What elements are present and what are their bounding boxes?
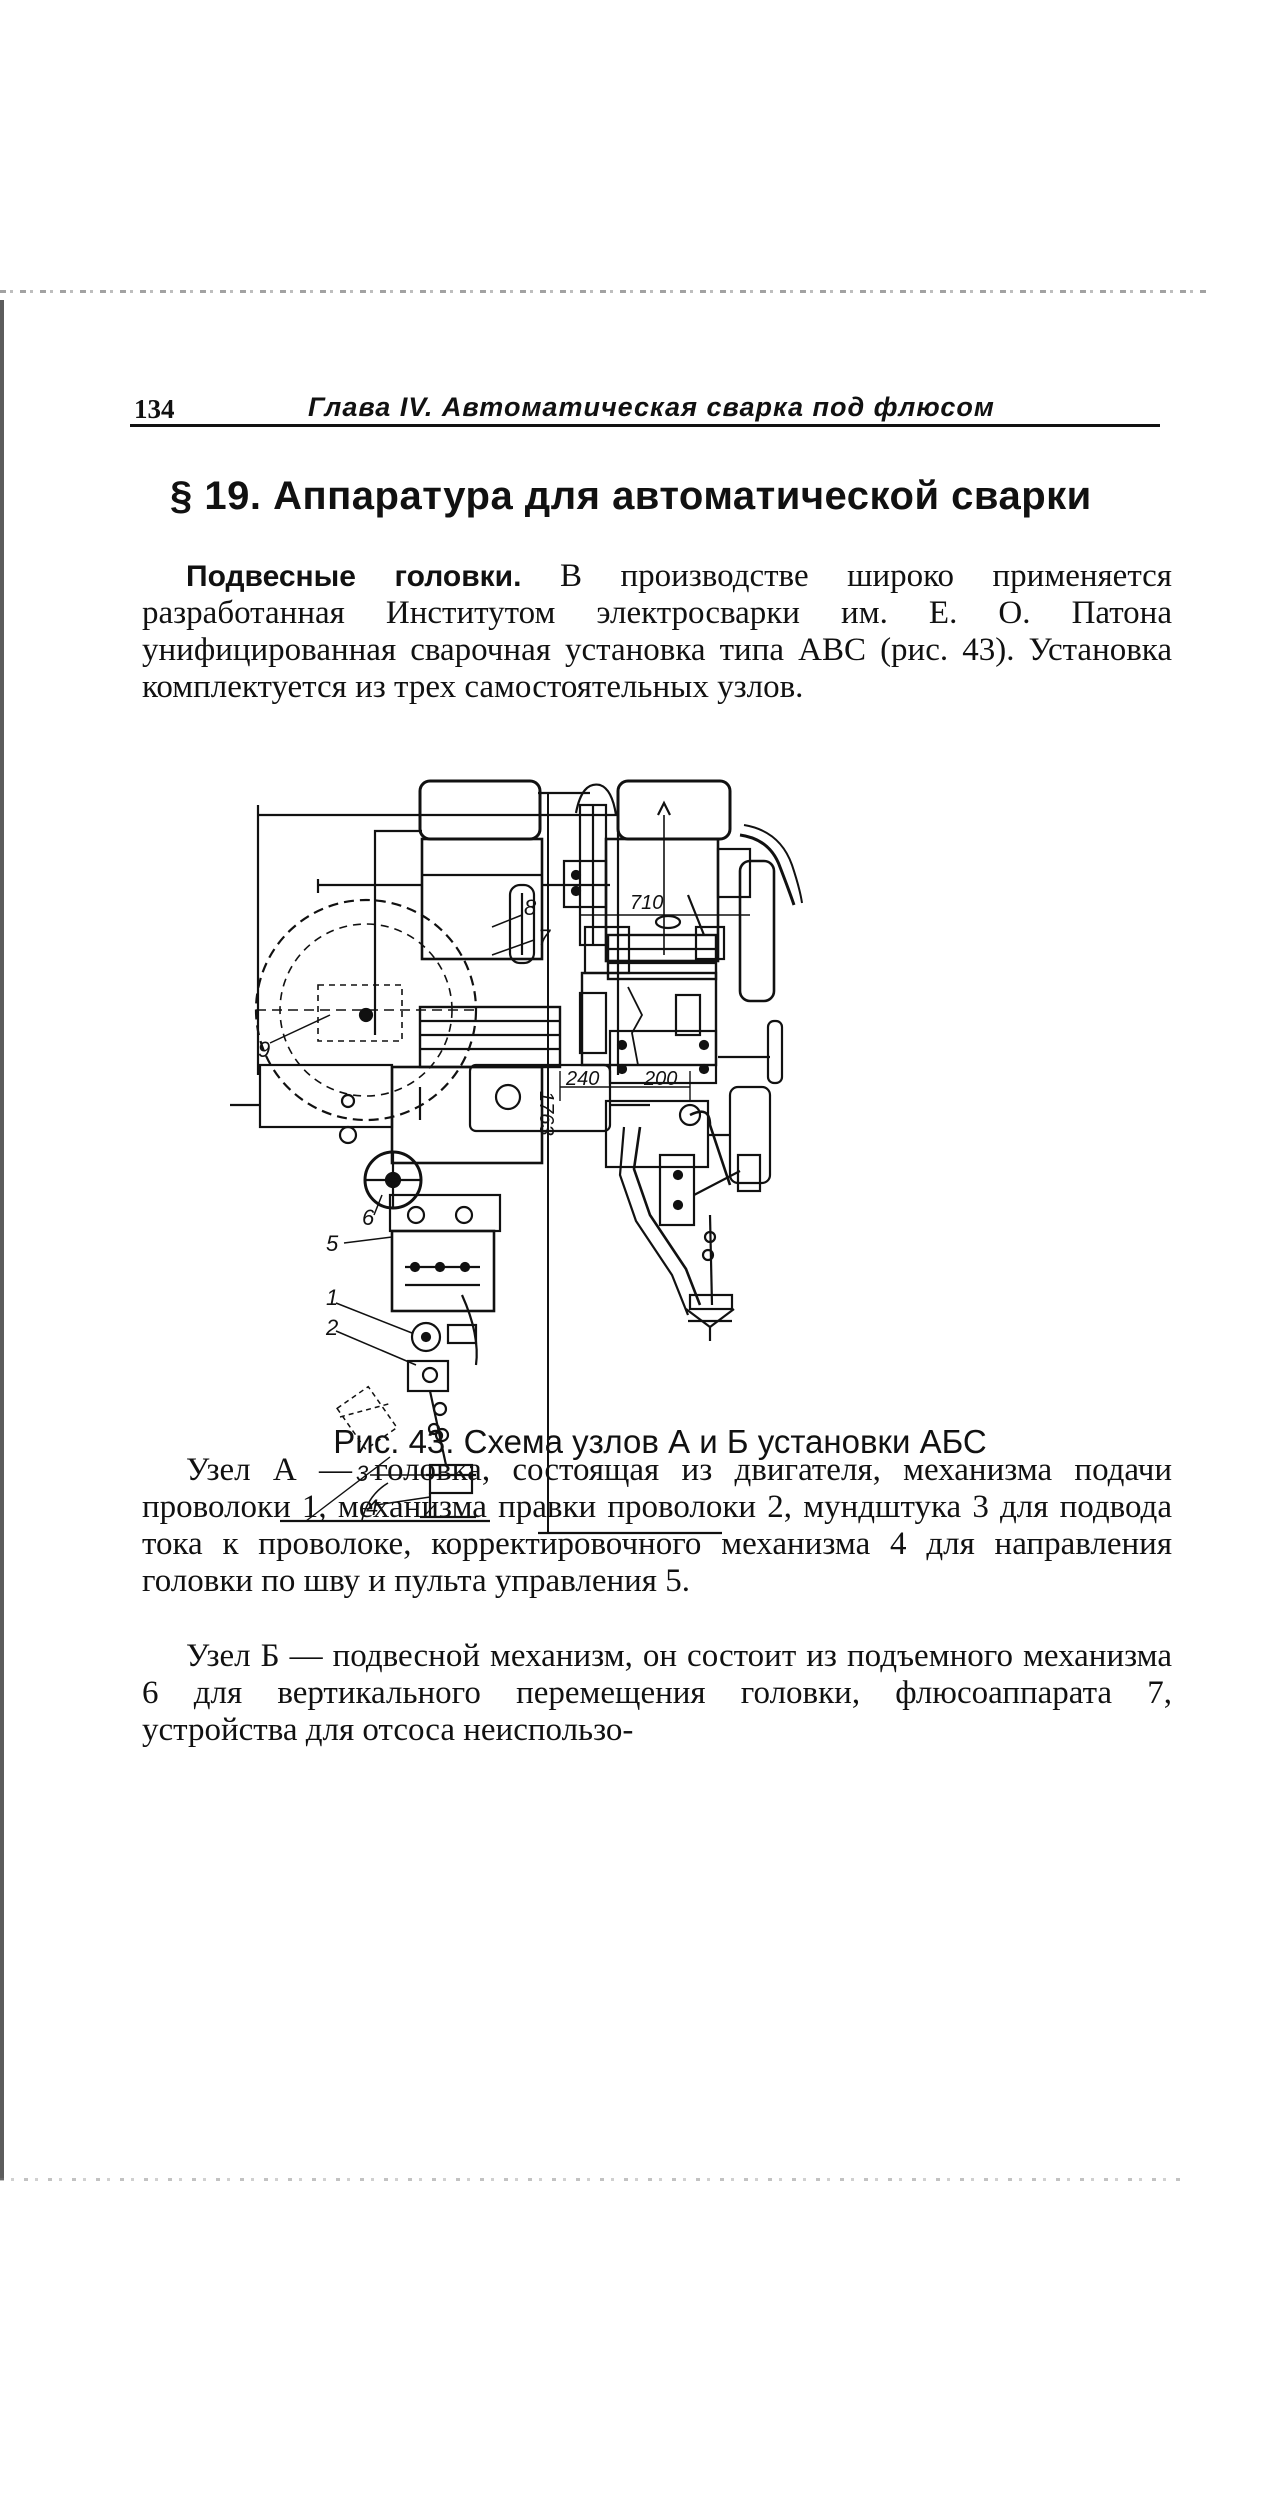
label-1: 1 [326, 1285, 338, 1310]
label-6: 6 [362, 1205, 375, 1230]
running-head: 134 Глава IV. Автоматическая сварка под … [130, 380, 1160, 427]
section-heading: § 19. Аппаратура для автоматической свар… [170, 474, 1092, 518]
label-8: 8 [524, 895, 537, 920]
figure-43: 8 7 9 6 5 1 2 3 4 710 240 200 1763 Рис. … [130, 775, 1170, 1615]
label-2: 2 [325, 1315, 338, 1340]
dimension-240: 240 [565, 1068, 599, 1090]
node-a-drawing [230, 779, 650, 1523]
label-3: 3 [356, 1461, 369, 1486]
paragraph-node-a: Узел А — головка, состоящая из двигателя… [142, 1452, 1172, 1599]
dimension-710: 710 [630, 892, 663, 914]
paragraph-suspended-heads: Подвесные головки. В производстве широко… [142, 558, 1172, 706]
scan-edge-bottom [0, 2178, 1180, 2181]
figure-caption: Рис. 43. Схема узлов А и Б установки АБС [333, 1423, 987, 1460]
scan-edge-left [0, 300, 4, 2180]
label-5: 5 [326, 1231, 339, 1256]
book-page: 134 Глава IV. Автоматическая сварка под … [130, 380, 1172, 2170]
scan-edge-top [0, 290, 1210, 293]
node-b-drawing [538, 779, 803, 1535]
chapter-title: Глава IV. Автоматическая сварка под флюс… [308, 392, 995, 422]
paragraph-node-b: Узел Б — подвесной механизм, он состоит … [142, 1638, 1172, 1748]
dimension-200: 200 [643, 1068, 677, 1090]
paragraph-lead: Подвесные головки. [186, 560, 522, 593]
figure-drawing: 8 7 9 6 5 1 2 3 4 710 240 200 1763 [230, 779, 803, 1535]
page-number: 134 [134, 394, 175, 424]
label-4: 4 [366, 1495, 378, 1520]
label-9: 9 [258, 1037, 270, 1062]
paragraph-body: В производстве широко применяется разраб… [142, 558, 1172, 705]
dimension-1763: 1763 [535, 1091, 557, 1136]
label-7: 7 [538, 925, 551, 950]
figure-labels: 8 7 9 6 5 1 2 3 4 710 240 200 1763 [258, 892, 677, 1520]
